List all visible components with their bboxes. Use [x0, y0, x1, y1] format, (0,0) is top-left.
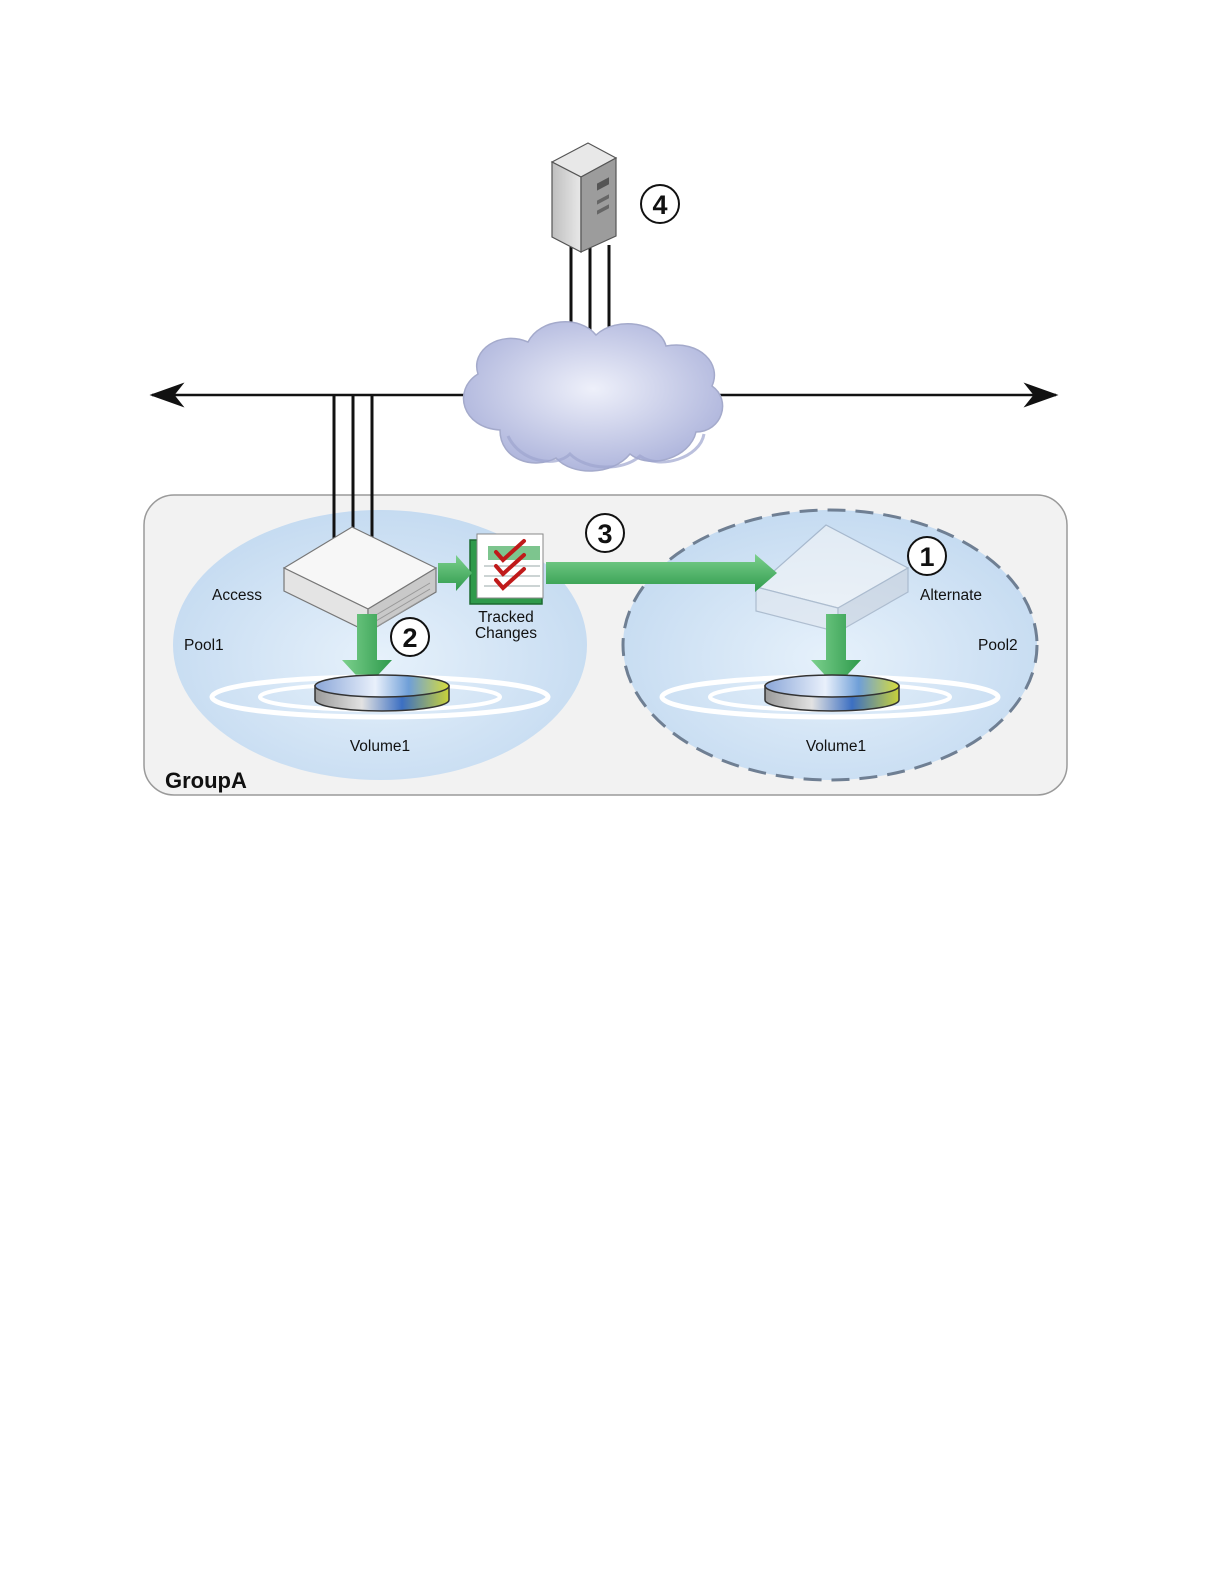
step-3-marker: 3 — [586, 514, 624, 552]
step-2-marker: 2 — [391, 618, 429, 656]
pool2-label: Pool2 — [978, 637, 1018, 654]
tracked-changes-line2: Changes — [475, 625, 537, 642]
step-1-number: 1 — [919, 542, 934, 572]
pool1-volume-label: Volume1 — [350, 738, 410, 755]
step-3-number: 3 — [597, 519, 612, 549]
step-2-number: 2 — [402, 623, 417, 653]
alternate-label: Alternate — [920, 587, 982, 604]
pool2-volume-label: Volume1 — [806, 738, 866, 755]
cloud-icon — [464, 322, 723, 471]
volume-disk-icon-pool1 — [315, 675, 449, 711]
pool1-label: Pool1 — [184, 637, 224, 654]
step-4-marker: 4 — [641, 185, 679, 223]
group-label: GroupA — [165, 768, 247, 793]
checklist-icon — [470, 534, 543, 604]
volume-disk-icon-pool2 — [765, 675, 899, 711]
step-1-marker: 1 — [908, 537, 946, 575]
server-tower-icon — [552, 143, 616, 252]
step-4-number: 4 — [652, 190, 667, 220]
access-label: Access — [212, 587, 262, 604]
tracked-changes-line1: Tracked — [478, 609, 533, 626]
